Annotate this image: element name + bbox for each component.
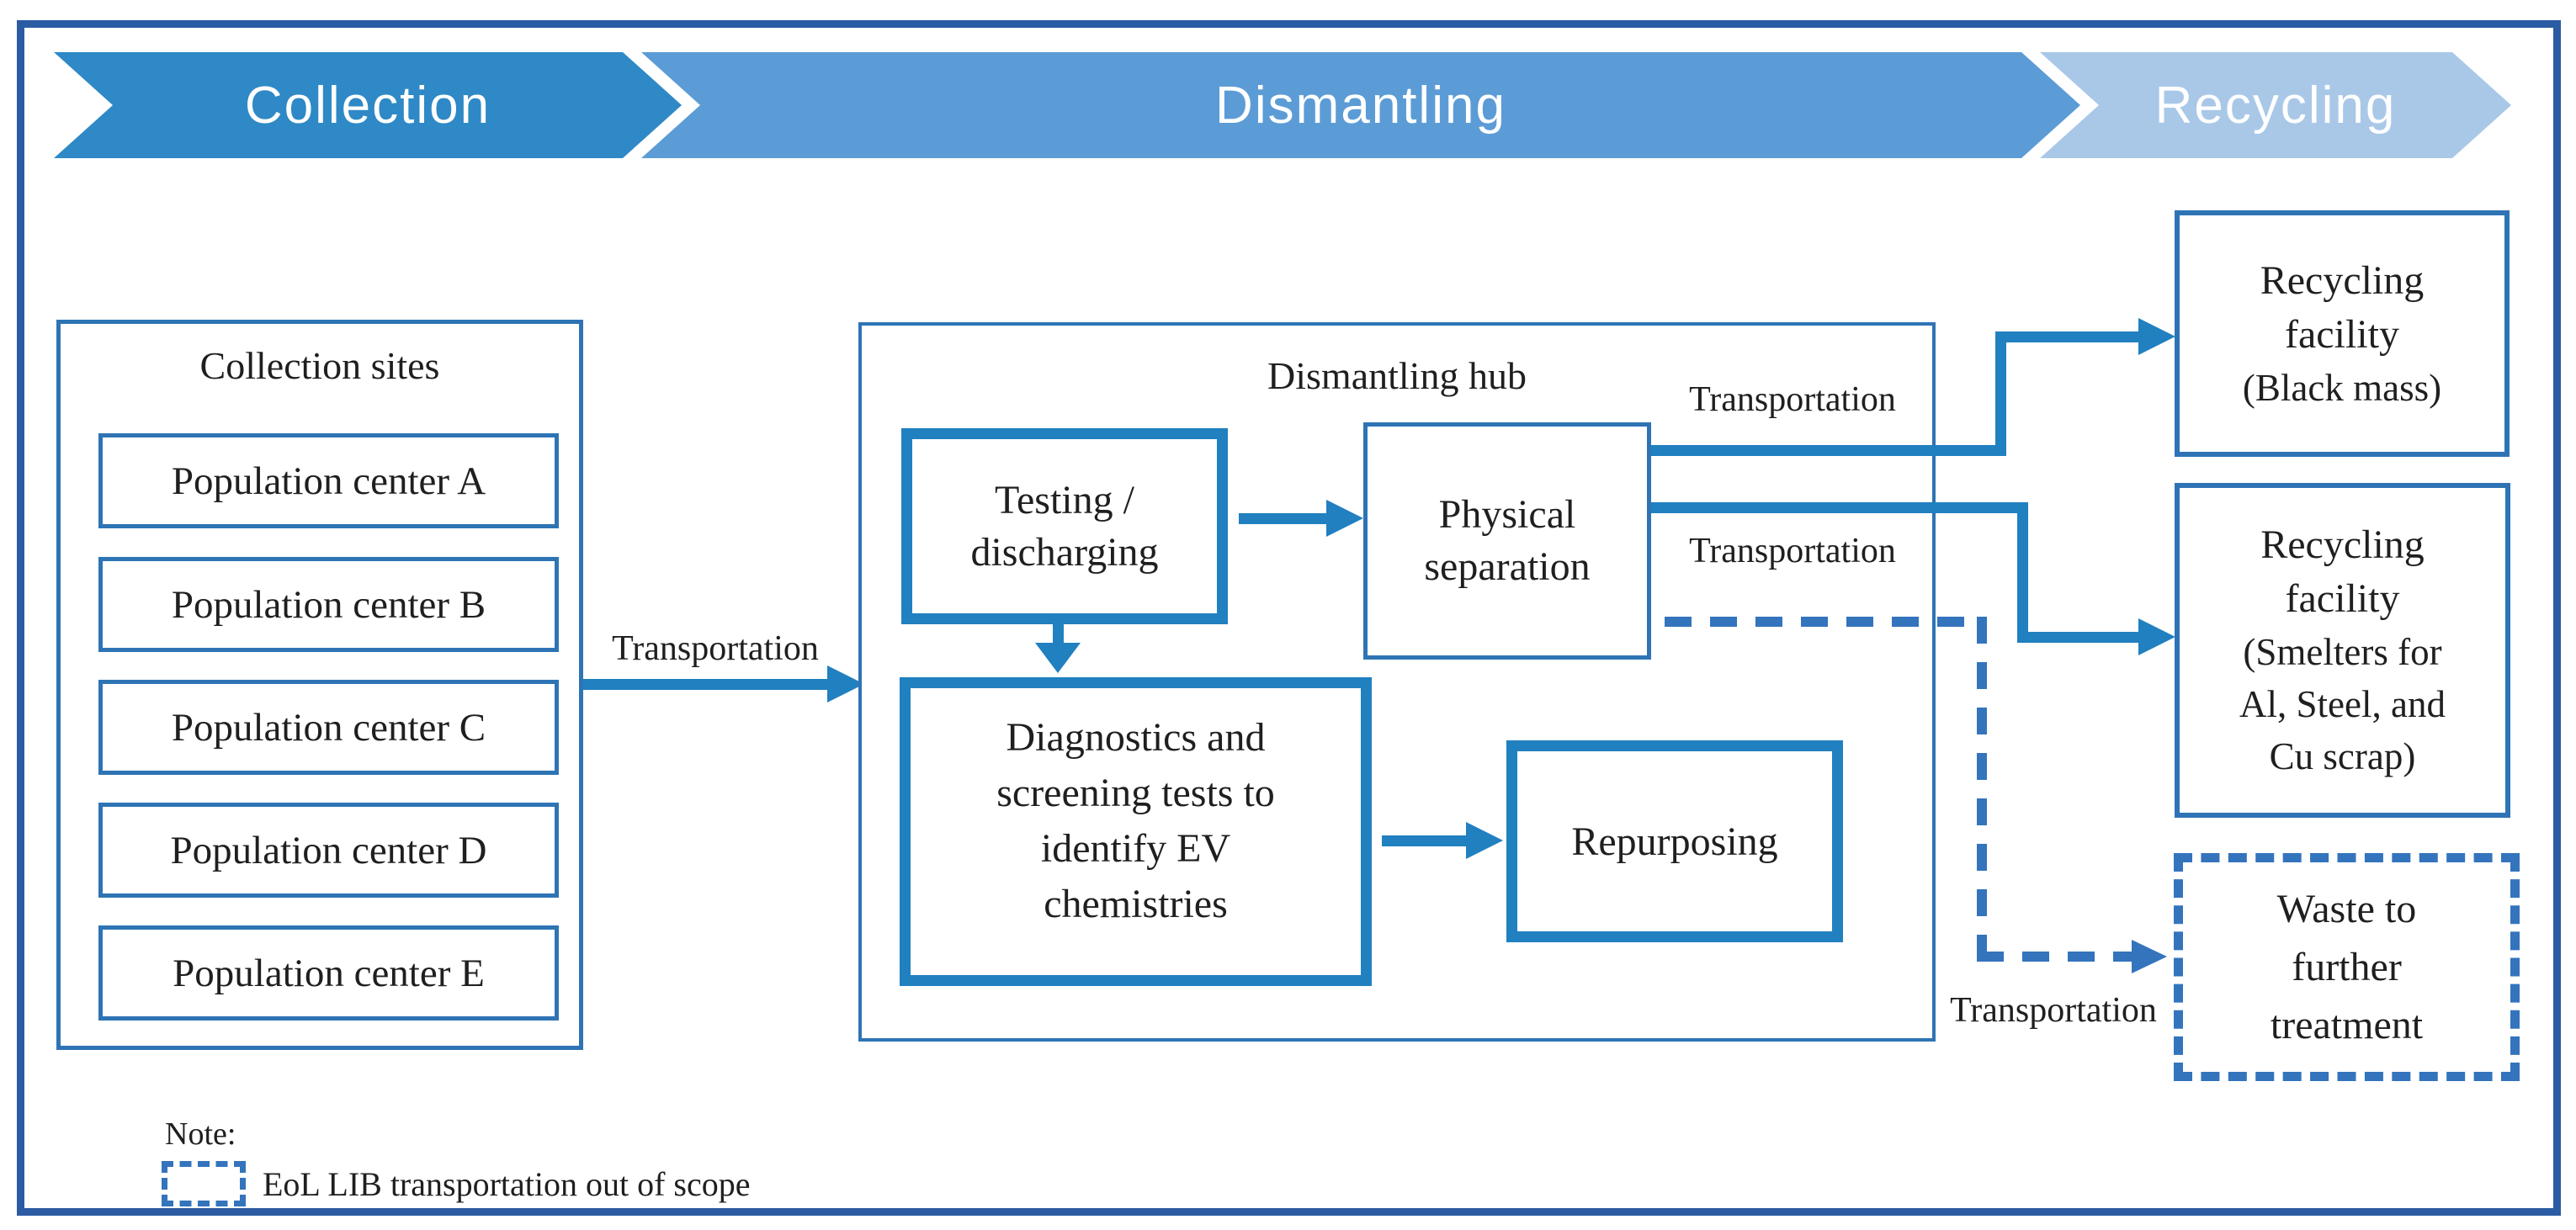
- connector-blackmass-head-icon: [2138, 318, 2175, 355]
- recycling-facility-smelters-box: Recycling facility (Smelters for Al, Ste…: [2175, 483, 2510, 818]
- population-center-d-label: Population center D: [170, 828, 487, 872]
- arrow-testing-diagnostics-line: [1053, 624, 1064, 644]
- outer-frame: [17, 20, 2561, 1216]
- dismantling-hub-title: Dismantling hub: [1267, 354, 1527, 397]
- stage-label-recycling: Recycling: [2154, 76, 2397, 135]
- arrow-testing-diagnostics-head-icon: [1035, 643, 1081, 673]
- transportation-label-blackmass: Transportation: [1689, 380, 1896, 419]
- transportation-label-smelters: Transportation: [1689, 532, 1896, 570]
- stage-label-dismantling: Dismantling: [1215, 76, 1506, 135]
- connector-blackmass-seg1: [1651, 445, 2006, 456]
- stage-label-collection: Collection: [244, 76, 491, 135]
- population-center-b-label: Population center B: [171, 582, 486, 627]
- arrow-collection-hub-head-icon: [827, 665, 864, 702]
- note-label: Note:: [165, 1116, 236, 1152]
- connector-waste-head-icon: [2132, 940, 2167, 973]
- legend-text: EoL LIB transportation out of scope: [263, 1165, 751, 1203]
- connector-waste-seg1: [1665, 617, 1980, 627]
- waste-to-further-treatment-box: Waste to further treatment: [2174, 853, 2520, 1081]
- stage-chevron-dismantling: Dismantling: [641, 52, 2080, 158]
- connector-smelters-seg2: [2017, 502, 2028, 643]
- connector-blackmass-seg3: [1995, 331, 2140, 342]
- arrow-diagnostics-repurposing-line: [1382, 835, 1468, 846]
- repurposing-box: Repurposing: [1506, 740, 1843, 942]
- connector-waste-seg3: [1977, 952, 2133, 962]
- transportation-label-waste: Transportation: [1950, 991, 2157, 1030]
- arrow-testing-physsep-head-icon: [1326, 500, 1363, 537]
- recycling-facility-blackmass-title: Recycling facility: [2260, 257, 2425, 357]
- population-center-a-box: Population center A: [98, 433, 559, 528]
- connector-smelters-seg3: [2017, 632, 2140, 643]
- physical-separation-label: Physical separation: [1424, 492, 1591, 589]
- recycling-facility-smelters-subtitle: (Smelters for Al, Steel, and Cu scrap): [2239, 631, 2446, 777]
- recycling-facility-smelters-title: Recycling facility: [2260, 522, 2425, 621]
- arrow-diagnostics-repurposing-head-icon: [1466, 822, 1503, 859]
- connector-blackmass-seg2: [1995, 331, 2006, 456]
- connector-smelters-seg1: [1651, 502, 2028, 513]
- population-center-a-label: Population center A: [171, 459, 486, 503]
- testing-discharging-box: Testing / discharging: [901, 428, 1228, 624]
- recycling-facility-blackmass-subtitle: (Black mass): [2242, 366, 2442, 409]
- connector-smelters-head-icon: [2138, 618, 2175, 655]
- population-center-c-label: Population center C: [171, 705, 486, 750]
- population-center-e-box: Population center E: [98, 925, 559, 1021]
- collection-sites-title: Collection sites: [199, 344, 440, 387]
- recycling-facility-blackmass-box: Recycling facility (Black mass): [2175, 210, 2510, 457]
- transportation-label-collection-hub: Transportation: [612, 629, 819, 668]
- connector-waste-seg2: [1977, 617, 1987, 963]
- population-center-b-box: Population center B: [98, 557, 559, 652]
- arrow-collection-hub-line: [583, 679, 829, 690]
- population-center-e-label: Population center E: [173, 951, 485, 995]
- waste-to-further-treatment-label: Waste to further treatment: [2270, 887, 2424, 1047]
- population-center-d-box: Population center D: [98, 803, 559, 898]
- stage-chevron-recycling: Recycling: [2040, 52, 2511, 158]
- legend-dashed-swatch-icon: [162, 1161, 246, 1206]
- diagnostics-label: Diagnostics and screening tests to ident…: [996, 715, 1275, 926]
- population-center-c-box: Population center C: [98, 680, 559, 775]
- arrow-testing-physsep-line: [1239, 513, 1328, 524]
- testing-discharging-label: Testing / discharging: [970, 477, 1159, 575]
- stage-chevron-collection: Collection: [54, 52, 682, 158]
- physical-separation-box: Physical separation: [1363, 422, 1651, 660]
- diagnostics-box: Diagnostics and screening tests to ident…: [900, 677, 1372, 986]
- repurposing-label: Repurposing: [1571, 819, 1778, 864]
